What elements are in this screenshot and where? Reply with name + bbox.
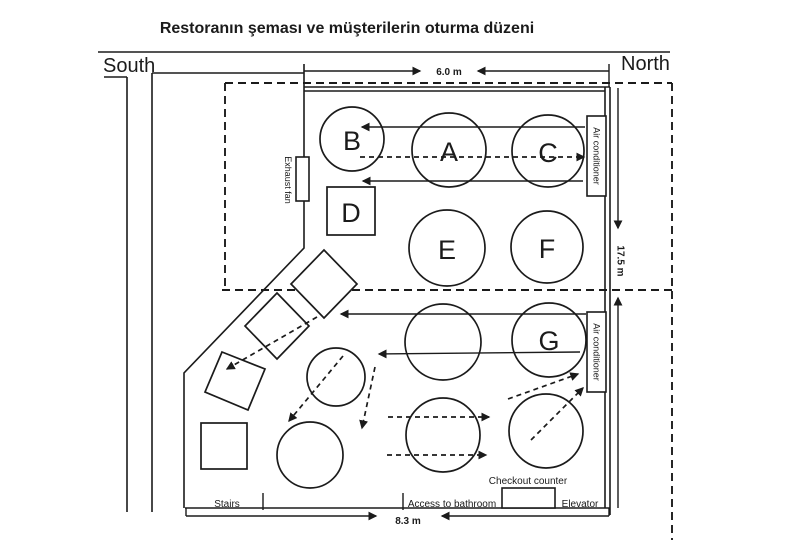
round-table-unlabeled-3 — [276, 421, 344, 489]
air-conditioner-upper: Air conditioner — [586, 115, 607, 197]
airflow-dashed-to-ac2-lower — [530, 387, 584, 441]
table-g-label: G — [538, 326, 559, 356]
square-table-unlabeled — [200, 422, 248, 470]
table-a-circle — [411, 112, 487, 188]
air-conditioner-upper-label: Air conditioner — [592, 127, 602, 185]
round-table-unlabeled-4 — [405, 397, 481, 473]
table-c-label: C — [538, 138, 558, 168]
table-f: F — [510, 210, 584, 284]
airflow-dashed-down-center — [359, 366, 376, 430]
compass-south-label: South — [103, 55, 155, 77]
table-g: G — [511, 302, 587, 378]
airflow-dashed-arrows — [225, 152, 586, 460]
bathroom-access-label: Access to bathroom — [408, 499, 496, 510]
table-f-circle — [510, 210, 584, 284]
round-table-unlabeled-2 — [306, 347, 366, 407]
dim-bottom-ticks — [185, 508, 610, 516]
dashed-zone-boundary — [222, 82, 673, 540]
table-e-circle — [408, 209, 486, 287]
air-conditioner-upper-unit — [586, 115, 607, 197]
table-c-circle — [511, 114, 585, 188]
table-a: A — [411, 112, 487, 188]
table-b: B — [319, 106, 385, 172]
exhaust-fan-unit — [295, 156, 310, 202]
elevator-label: Elevator — [562, 499, 599, 510]
table-d: D — [326, 186, 376, 236]
table-d-label: D — [341, 198, 361, 228]
diamond-table-1 — [289, 248, 359, 320]
airflow-dashed-to-ac2-upper — [507, 372, 580, 400]
round-table-unlabeled-1 — [404, 303, 482, 381]
compass-north-label: North — [621, 53, 670, 75]
table-e: E — [408, 209, 486, 287]
west-street-inner — [151, 72, 304, 512]
table-d-square — [326, 186, 376, 236]
diamond-tables — [203, 248, 359, 412]
street-lines — [98, 51, 670, 512]
checkout-counter-box — [501, 487, 556, 509]
diagram-title: Restoranın şeması ve müşterilerin oturma… — [160, 20, 534, 37]
diamond-table-2 — [243, 291, 311, 361]
dimension-back-width: 8.3 m — [185, 508, 610, 527]
dim-front-width-label: 6.0 m — [436, 67, 462, 78]
table-e-label: E — [438, 235, 456, 265]
bottom-facilities: Stairs Access to bathroom Elevator — [214, 493, 599, 510]
dim-back-width-label: 8.3 m — [395, 516, 421, 527]
table-f-label: F — [539, 234, 556, 264]
air-conditioner-lower-label: Air conditioner — [592, 323, 602, 381]
air-conditioner-lower: Air conditioner — [586, 311, 607, 393]
checkout-counter-label: Checkout counter — [489, 476, 568, 487]
dimension-depth: 17.5 m — [613, 88, 626, 508]
exhaust-fan-label: Exhaust fan — [283, 156, 293, 204]
table-a-label: A — [440, 137, 458, 167]
table-g-circle — [511, 302, 587, 378]
west-wall — [183, 64, 305, 508]
air-conditioner-lower-unit — [586, 311, 607, 393]
airflow-arrow-ac2-through-g — [377, 349, 581, 359]
checkout-counter: Checkout counter — [489, 476, 568, 509]
table-b-label: B — [343, 126, 361, 156]
dim-depth-label: 17.5 m — [615, 245, 626, 276]
exhaust-fan: Exhaust fan — [283, 156, 310, 204]
west-street-outer — [104, 76, 128, 512]
table-c: C — [511, 114, 585, 188]
diamond-table-3 — [203, 350, 267, 412]
airflow-solid-arrows — [339, 122, 586, 359]
stairs-label: Stairs — [214, 499, 240, 510]
dimension-front-width: 6.0 m — [304, 64, 610, 87]
round-table-unlabeled-5 — [508, 393, 584, 469]
